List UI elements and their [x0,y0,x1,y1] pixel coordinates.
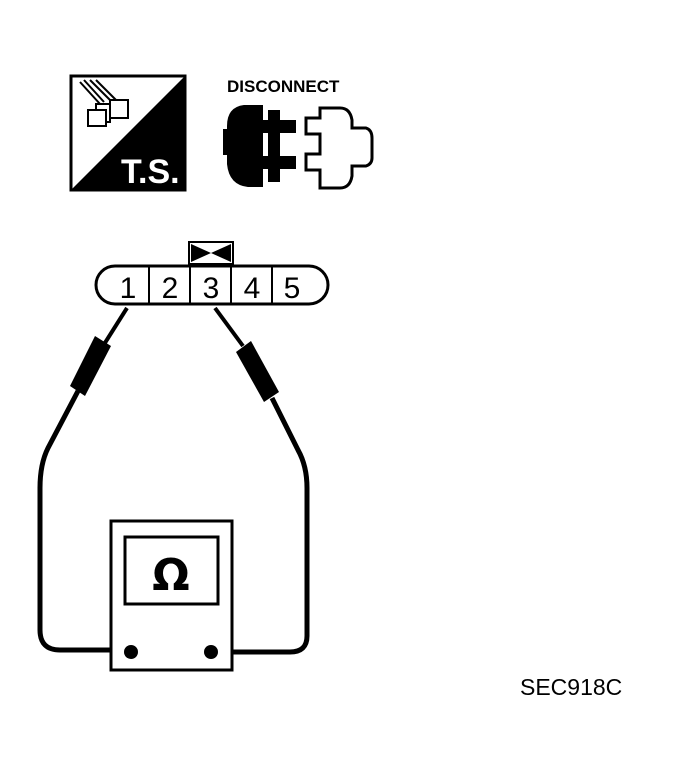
figure-code: SEC918C [520,674,623,700]
meter-terminal-right [204,645,218,659]
pin-3-label: 3 [203,272,220,305]
right-test-lead [212,306,310,655]
terminal-marker-icon [188,241,234,265]
pin-2-label: 2 [162,272,179,305]
pin-5-label: 5 [284,272,301,305]
left-test-lead [37,306,129,653]
disconnect-label: DISCONNECT [227,77,340,96]
ohm-symbol: Ω [152,550,189,601]
ohmmeter-icon: Ω [109,519,234,672]
connector-face: 1 2 3 4 5 [94,264,330,306]
meter-terminal-left [124,645,138,659]
pin-4-label: 4 [244,272,261,305]
ts-connector-sketch [79,79,129,127]
disconnect-connector-icon [223,105,374,190]
ts-test-icon: T.S. [69,74,187,192]
disconnect-group: DISCONNECT [223,77,374,190]
pin-1-label: 1 [120,272,137,305]
ts-label: T.S. [121,153,180,191]
